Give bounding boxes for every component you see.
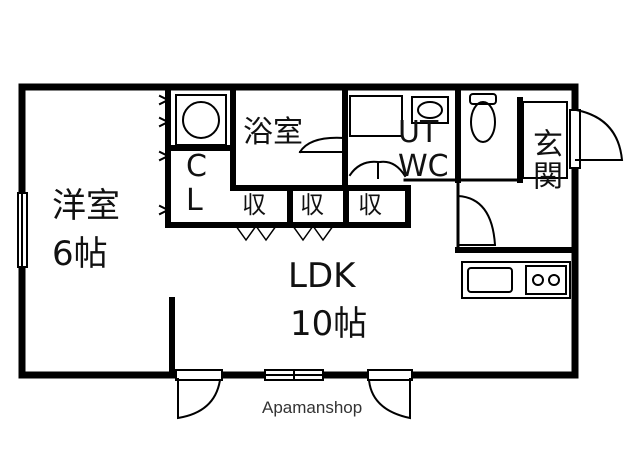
- storage-doors: [234, 224, 335, 242]
- ldk-room-name: LDK: [288, 256, 356, 296]
- entrance-label: 玄関: [527, 128, 562, 192]
- washer: [175, 94, 227, 146]
- shoe-cabinet: [522, 101, 568, 179]
- western-room-name: 洋室: [52, 186, 120, 226]
- washbasin: [411, 96, 449, 124]
- closet-label-1: C: [186, 149, 207, 184]
- watermark: Apamanshop: [262, 398, 363, 417]
- toilet: [469, 93, 497, 143]
- utility-label-1: UT: [398, 115, 439, 150]
- window-bottom: [264, 369, 324, 381]
- window-left: [17, 192, 28, 268]
- closet-label-2: L: [186, 183, 203, 218]
- interior-walls: [165, 87, 578, 378]
- wall-markers: [158, 94, 171, 216]
- storage-label-2: 収: [300, 191, 324, 219]
- bath-door: [298, 136, 346, 154]
- western-room-size: 6帖: [52, 234, 108, 274]
- ut-door: [348, 160, 407, 179]
- storage-label-1: 収: [242, 191, 266, 219]
- bath-room-name: 浴室: [243, 115, 303, 150]
- balcony-doors: [175, 369, 413, 420]
- bathtub: [349, 95, 403, 137]
- utility-label-2: WC: [398, 149, 449, 184]
- thin-walls: [403, 178, 522, 252]
- kitchen-counter: [461, 261, 571, 299]
- ldk-room-size: 10帖: [290, 304, 368, 344]
- outer-walls: [18, 83, 579, 379]
- entrance-door: [569, 108, 624, 169]
- storage-label-3: 収: [358, 191, 382, 219]
- wc-door: [456, 194, 497, 247]
